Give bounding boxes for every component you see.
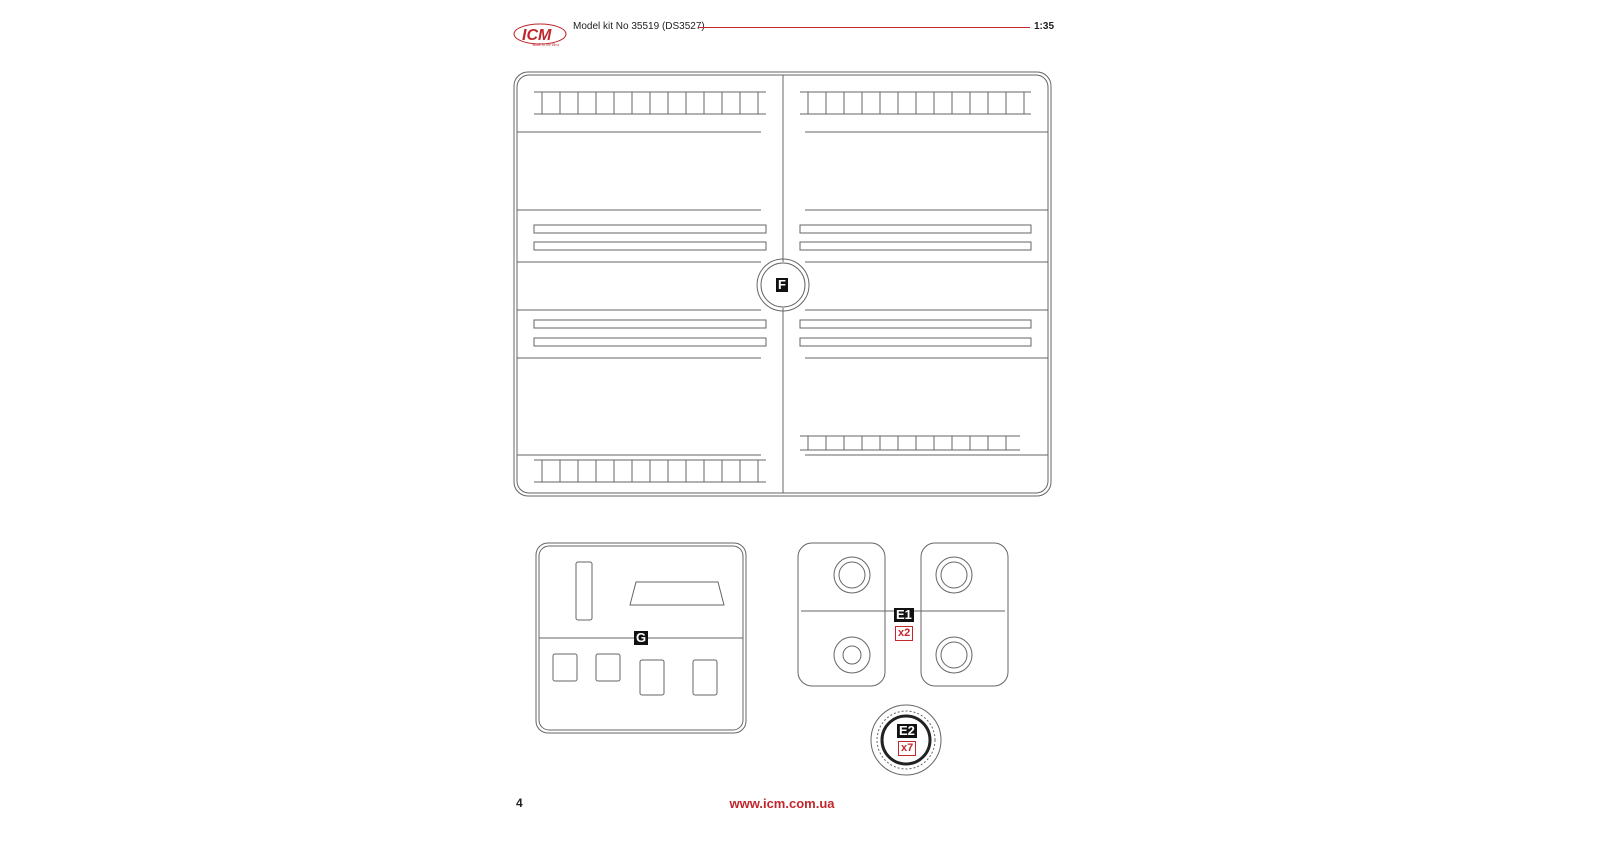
sprue-e2-multiplier: x7 xyxy=(898,741,917,756)
svg-text:ICM: ICM xyxy=(522,27,552,44)
rail-part xyxy=(533,241,767,251)
rail-part xyxy=(533,224,767,234)
sprue-g-label: G xyxy=(634,630,649,645)
sprue-e2-label: E2 xyxy=(897,723,917,738)
header-rule xyxy=(698,27,1030,28)
rail-part xyxy=(799,224,1032,234)
website-link[interactable]: www.icm.com.ua xyxy=(729,796,835,811)
svg-text:Made in the Best: Made in the Best xyxy=(531,42,560,47)
scale-label: 1:35 xyxy=(1034,21,1055,32)
sprue-f-frame xyxy=(513,71,1052,497)
rail-part xyxy=(533,337,767,347)
sprue-e2-wheel xyxy=(870,704,942,776)
sprue-e1-multiplier: x2 xyxy=(895,626,914,641)
rail-part xyxy=(799,319,1032,329)
rail-part xyxy=(533,319,767,329)
sprue-e1-label: E1 xyxy=(894,607,914,622)
rail-part xyxy=(799,337,1032,347)
sprue-f-label: F xyxy=(776,277,788,292)
model-kit-title: Model kit No 35519 (DS3527) xyxy=(573,21,705,32)
page-number: 4 xyxy=(516,796,523,810)
rail-part xyxy=(799,241,1032,251)
icm-logo: ICM Made in the Best xyxy=(513,23,567,47)
